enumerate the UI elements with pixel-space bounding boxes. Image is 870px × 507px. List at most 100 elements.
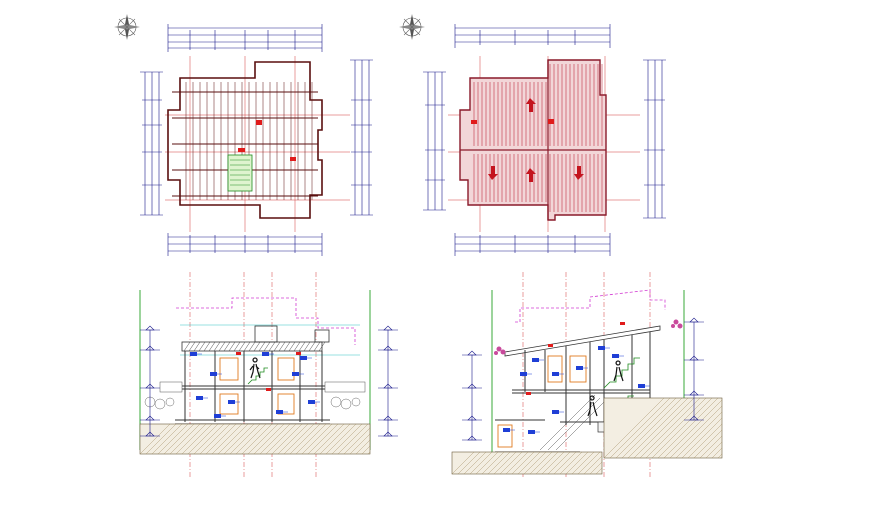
annotation-tag [532, 358, 539, 362]
annotation-tag [196, 396, 203, 400]
column-marker [620, 322, 625, 325]
hatch-line [259, 423, 291, 455]
hatch-line [208, 341, 216, 352]
dimension-chain-left [140, 71, 163, 216]
hatch-line [288, 341, 296, 352]
hatch-line [693, 429, 723, 459]
hatch-line [203, 341, 211, 352]
column-marker [471, 120, 477, 124]
hatch-line [681, 417, 723, 459]
hatch-line [301, 423, 333, 455]
hatch-line [199, 423, 231, 455]
hatch-line [188, 341, 196, 352]
hatch-line [175, 423, 207, 455]
hatch-line [343, 427, 371, 455]
roof-outline [459, 59, 607, 221]
hatch-line [699, 435, 723, 459]
annotation-tag [276, 410, 283, 414]
hatch-line [595, 467, 603, 475]
hatch-line [295, 423, 327, 455]
hatch-line [463, 451, 487, 475]
hatch-line [717, 453, 723, 459]
hatch-line [289, 423, 321, 455]
annotation-tag [300, 356, 307, 360]
hatch-line [675, 411, 723, 459]
hatch-line [218, 341, 226, 352]
annotation-tag [552, 410, 559, 414]
hatch-line [451, 451, 475, 475]
hatch-line [481, 451, 505, 475]
compass-rose-icon [399, 14, 425, 40]
column-marker [526, 392, 531, 395]
hatch-line [273, 341, 281, 352]
annotation-markers [190, 352, 320, 418]
hatch-line [319, 423, 351, 455]
annotation-tag [612, 354, 619, 358]
hatch-line [235, 423, 267, 455]
annotation-tag [598, 346, 605, 350]
hatch-line [493, 451, 517, 475]
hatch-line [553, 451, 577, 475]
hatch-line [217, 423, 249, 455]
hatch-line [367, 451, 371, 455]
hatch-line [223, 423, 255, 455]
hatch-line [241, 423, 273, 455]
hatch-line [523, 451, 547, 475]
hatch-line [293, 341, 301, 352]
hatch-line [337, 423, 369, 455]
hatch-line [645, 397, 707, 459]
column-marker [266, 388, 271, 391]
hatch-line [609, 397, 671, 459]
hatch-line [283, 341, 291, 352]
hatch-line [253, 423, 285, 455]
section-a [139, 272, 398, 478]
person-figure-icon [249, 357, 261, 379]
annotation-tag [520, 372, 527, 376]
hatch-line [303, 341, 311, 352]
hatch-line [278, 341, 286, 352]
hatch-line [583, 455, 603, 475]
hatch-line [157, 423, 189, 455]
flower-icons [494, 319, 683, 355]
parapet [254, 325, 278, 343]
hatch-line [487, 451, 511, 475]
hatch-line [687, 423, 723, 459]
hatch-line [248, 341, 256, 352]
annotation-tag [552, 372, 559, 376]
hatch-line [163, 423, 195, 455]
hatch-line [193, 341, 201, 352]
hatch-line [145, 423, 177, 455]
hatch-line [253, 341, 261, 352]
hatch-line [633, 397, 695, 459]
hatch-line [271, 423, 303, 455]
hatch-line [313, 423, 345, 455]
hatch-line [247, 423, 279, 455]
hatch-line [139, 423, 171, 455]
hatch-line [325, 423, 357, 455]
hatch-line [627, 397, 689, 459]
hatch-line [313, 341, 321, 352]
hatch-line [229, 423, 261, 455]
annotation-tag [503, 428, 510, 432]
hatch-line [283, 423, 315, 455]
column-marker [290, 157, 296, 161]
column-marker [236, 352, 241, 355]
column-marker [548, 119, 554, 124]
hatch-line [541, 451, 565, 475]
annotation-tag [528, 430, 535, 434]
person-figure-icon [613, 360, 624, 382]
hatch-line [233, 341, 241, 352]
hatch-line [547, 451, 571, 475]
stair-treads [230, 159, 250, 186]
column-marker [296, 352, 301, 355]
hatch-line [258, 341, 266, 352]
annotation-tag [210, 372, 217, 376]
hatch-line [211, 423, 243, 455]
column-marker [238, 148, 245, 152]
hatch-line [511, 451, 535, 475]
stair-section-hatch [539, 394, 605, 451]
hatch-line [535, 451, 559, 475]
hatch-line [529, 451, 553, 475]
hatch-line [268, 341, 276, 352]
hatch-line [169, 423, 201, 455]
